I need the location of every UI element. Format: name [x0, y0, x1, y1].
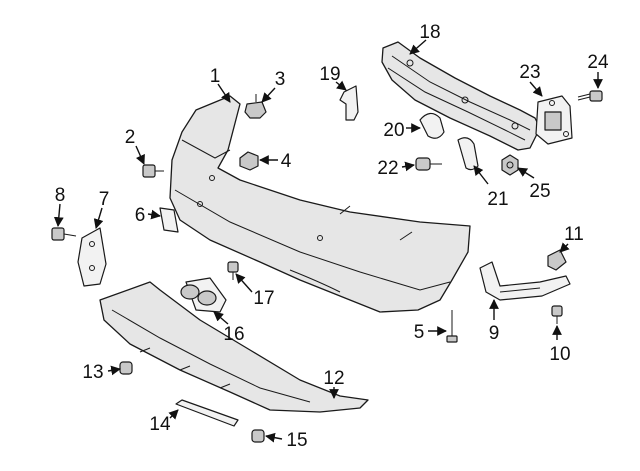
pin-5 [446, 310, 458, 343]
callout-14: 14 [149, 414, 171, 435]
callout-18: 18 [419, 22, 440, 43]
callout-12: 12 [323, 368, 344, 389]
callout-3: 3 [275, 69, 286, 90]
leader-lines [53, 39, 603, 443]
lower-valance [99, 281, 369, 413]
callout-6: 6 [135, 205, 146, 226]
callout-21: 21 [487, 189, 508, 210]
callout-23: 23 [519, 62, 540, 83]
trim-strip [175, 399, 239, 427]
nut-25 [501, 154, 519, 176]
callout-16: 16 [223, 324, 244, 345]
screw-22 [415, 157, 442, 171]
callout-7: 7 [99, 189, 110, 210]
callout-4: 4 [281, 151, 292, 172]
side-bracket-9 [479, 261, 571, 301]
callout-25: 25 [529, 181, 550, 202]
bumper-cover [169, 95, 471, 313]
callout-9: 9 [489, 323, 500, 344]
callout-19: 19 [319, 64, 340, 85]
clip-13 [119, 361, 133, 375]
reinforcement-beam [381, 41, 541, 151]
clip-4 [239, 151, 259, 171]
exhaust-tips [180, 277, 227, 313]
beam-bracket [535, 95, 573, 145]
reflector-6 [159, 207, 179, 233]
absorber-pad-21 [457, 137, 479, 171]
callout-11: 11 [564, 224, 584, 245]
screw-15 [251, 429, 265, 443]
callout-5: 5 [414, 322, 425, 343]
callout-labels: 1 2 3 4 5 6 7 8 9 10 11 12 13 14 15 16 1… [55, 22, 609, 451]
callout-15: 15 [286, 430, 307, 451]
callout-20: 20 [383, 120, 404, 141]
callout-22: 22 [377, 158, 398, 179]
screw-10 [551, 305, 563, 324]
side-bracket-clip [339, 85, 359, 121]
bolt-2 [142, 164, 164, 178]
callout-17: 17 [253, 288, 274, 309]
side-bracket-7 [77, 227, 107, 287]
callout-1: 1 [210, 66, 221, 87]
clip-3 [244, 94, 267, 119]
absorber-pad-20 [419, 112, 445, 139]
callout-8: 8 [55, 185, 66, 206]
callout-10: 10 [549, 344, 570, 365]
callout-2: 2 [125, 127, 136, 148]
bolt-8 [51, 227, 77, 241]
clip-11 [547, 249, 567, 271]
bolt-24 [577, 90, 603, 102]
callout-13: 13 [82, 362, 103, 383]
screw-17 [227, 261, 239, 280]
callout-24: 24 [587, 52, 609, 73]
